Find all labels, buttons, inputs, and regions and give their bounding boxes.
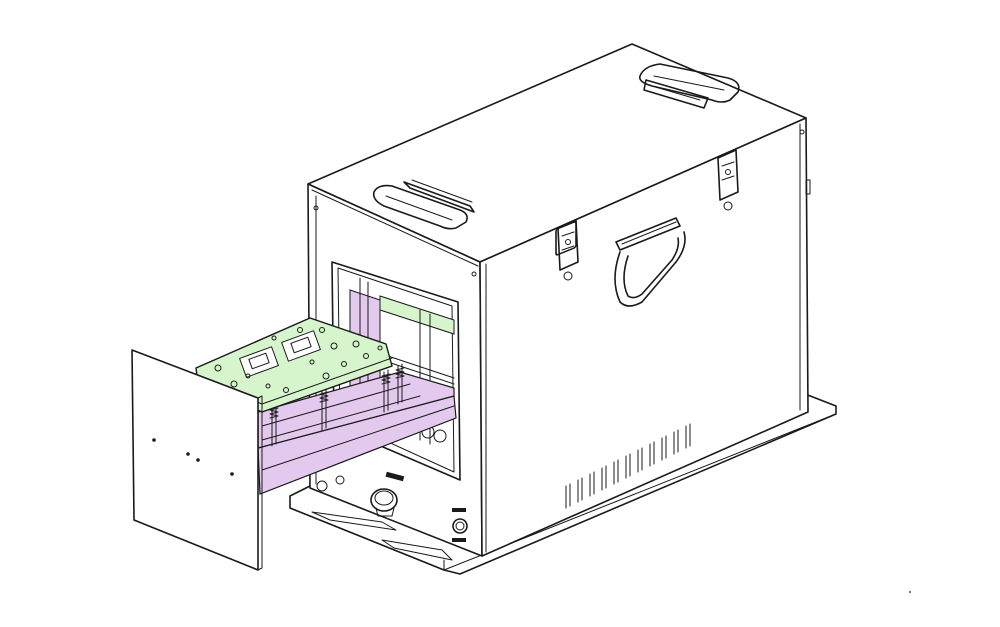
panel-hole-icon [196, 458, 200, 462]
top-handle-left[interactable] [372, 179, 475, 230]
vent-slots [565, 423, 691, 509]
side-latch-left[interactable] [555, 219, 579, 281]
panel-hole-icon [152, 438, 156, 442]
reset-button[interactable] [452, 508, 468, 542]
emergency-stop-button[interactable] [370, 471, 405, 517]
fixture-plate-details [214, 327, 383, 393]
springs [269, 367, 405, 419]
stray-mark [909, 591, 911, 593]
drawer-wheels [316, 475, 345, 492]
side-connector [805, 179, 811, 195]
screw-icon [471, 271, 477, 277]
screw-icon [313, 205, 319, 211]
panel-hole-icon [230, 472, 234, 476]
screw-icon [799, 129, 805, 135]
panel-hole-icon [186, 452, 190, 456]
side-handle[interactable] [614, 217, 686, 307]
side-latch-right[interactable] [717, 149, 739, 211]
sliding-drawer[interactable] [131, 317, 457, 571]
top-handle-right[interactable] [638, 63, 740, 109]
